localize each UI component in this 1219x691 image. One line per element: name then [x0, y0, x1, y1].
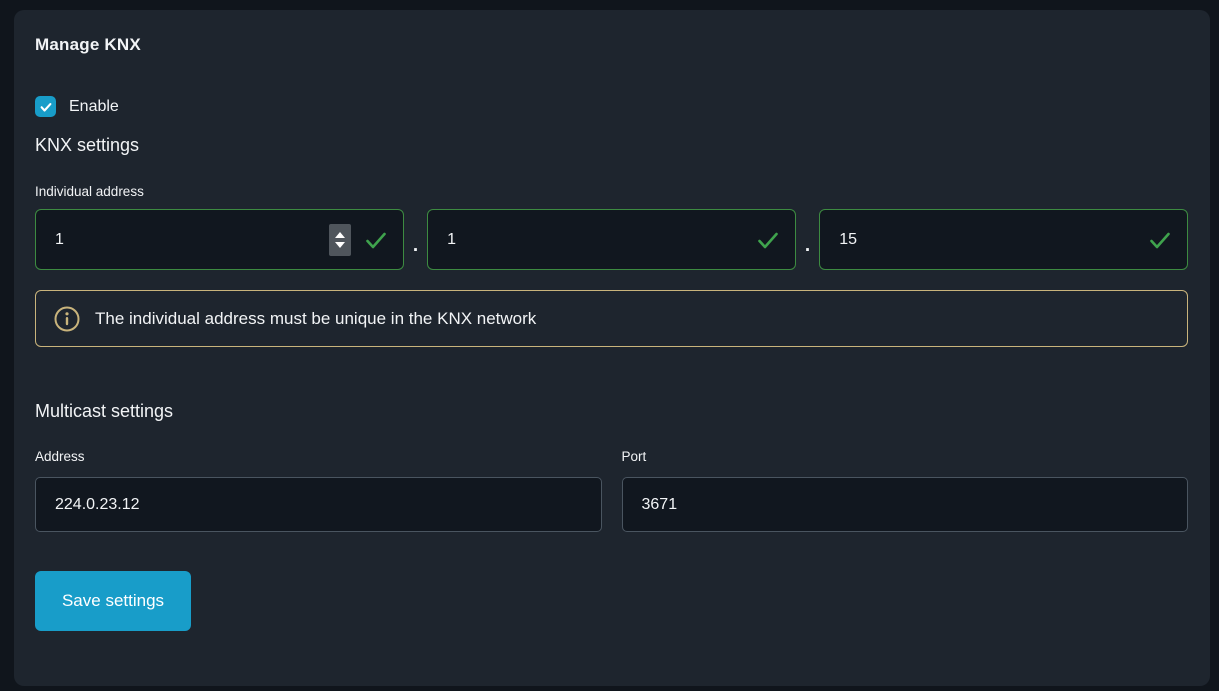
save-settings-button[interactable]: Save settings: [35, 571, 191, 631]
spinner-down-arrow[interactable]: [334, 241, 345, 248]
check-icon: [756, 228, 780, 252]
multicast-settings-heading: Multicast settings: [35, 401, 174, 421]
individual-address-field-3: [819, 209, 1188, 270]
check-icon: [1148, 228, 1172, 252]
spinner-up-arrow[interactable]: [334, 231, 345, 238]
page-title: Manage KNX: [35, 35, 141, 54]
individual-address-input-3[interactable]: [820, 210, 1148, 269]
check-icon: [364, 228, 388, 252]
port-label: Port: [621, 449, 647, 464]
individual-address-field-1: [35, 209, 404, 270]
individual-address-field-2: [427, 209, 796, 270]
check-icon: [39, 100, 53, 114]
individual-address-label: Individual address: [35, 184, 144, 199]
enable-row: Enable: [35, 96, 1188, 117]
enable-label: Enable: [69, 97, 119, 115]
address-label: Address: [35, 449, 85, 464]
info-circle-icon: [54, 306, 80, 332]
manage-knx-panel: Manage KNX Enable KNX settings Individua…: [14, 10, 1210, 686]
multicast-port-group: Port: [621, 422, 1188, 532]
up-down-arrows-icon[interactable]: [328, 223, 351, 256]
knx-settings-heading: KNX settings: [35, 135, 140, 155]
multicast-fields: Address Port: [35, 422, 1188, 532]
individual-address-input-1[interactable]: [36, 210, 329, 269]
address-input[interactable]: [35, 477, 602, 532]
individual-address-row: . .: [35, 209, 1188, 270]
address-dot-separator: .: [804, 234, 811, 256]
port-input[interactable]: [621, 477, 1188, 532]
individual-address-input-2[interactable]: [428, 210, 756, 269]
enable-checkbox[interactable]: [35, 96, 56, 117]
address-dot-separator: .: [412, 234, 419, 256]
multicast-address-group: Address: [35, 422, 602, 532]
info-banner: The individual address must be unique in…: [35, 290, 1188, 347]
info-message: The individual address must be unique in…: [95, 308, 537, 328]
